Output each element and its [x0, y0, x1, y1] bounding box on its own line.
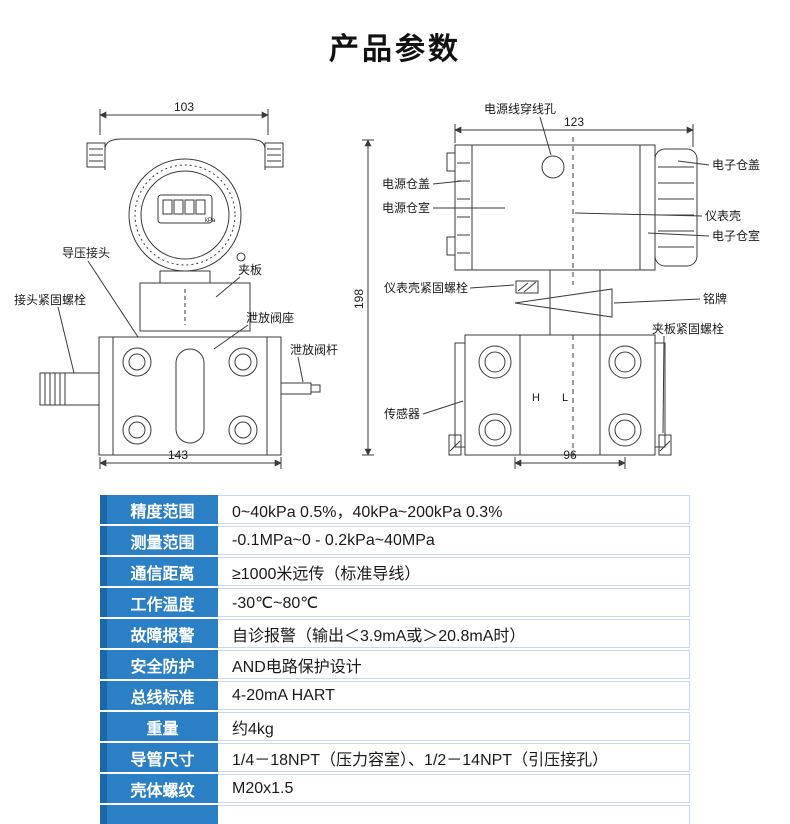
label-power-chamber: 电源仓室 [382, 200, 430, 215]
transmitter-top-cap [86, 138, 284, 170]
label-joint-bolt: 接头紧固螺栓 [14, 292, 86, 307]
label-meter-housing: 仪表壳 [705, 209, 741, 223]
process-connector [39, 372, 100, 406]
spec-label: 精度范围 [100, 495, 218, 524]
flange-assembly [98, 336, 282, 456]
label-cable-hole: 电源线穿线孔 [484, 101, 556, 116]
label-vent-valve-stem: 泄放阀杆 [290, 342, 338, 357]
spec-row-temperature: 工作温度 -30℃~80℃ [100, 588, 690, 617]
label-clamp-bolt: 夹板紧固螺栓 [652, 321, 724, 336]
label-housing-bolt: 仪表壳紧固螺栓 [384, 280, 468, 295]
spec-label: 重量 [100, 712, 218, 741]
spec-value: 1/4－18NPT（压力容室）、1/2－14NPT（引压接孔） [218, 743, 690, 772]
label-vent-valve-seat: 泄放阀座 [246, 310, 294, 325]
label-sensor: 传感器 [384, 406, 420, 421]
port-h-text: H [532, 392, 540, 404]
spec-value: ≥1000米远传（标准导线） [218, 557, 690, 586]
spec-value: -0.1MPa~0 - 0.2kPa~40MPa [218, 526, 690, 555]
front-view-drawing [39, 109, 321, 469]
dimension-96 [514, 457, 626, 469]
front-view-leaders [57, 260, 304, 383]
dimension-103 [99, 109, 269, 135]
spec-label: 工作温度 [100, 588, 218, 617]
sensor-flange [448, 334, 672, 461]
spec-label [100, 805, 218, 824]
spec-row-accuracy: 精度范围 0~40kPa 0.5%，40kPa~200kPa 0.3% [100, 495, 690, 524]
dimension-143 [99, 457, 282, 469]
side-view-drawing [362, 116, 710, 469]
vent-valve-stem-shape [280, 382, 321, 395]
spec-row-bus-standard: 总线标准 4-20mA HART [100, 681, 690, 710]
spec-value: 4-20mA HART [218, 681, 690, 710]
label-nameplate: 铭牌 [703, 291, 727, 306]
spec-row-conduit-size: 导管尺寸 1/4－18NPT（压力容室）、1/2－14NPT（引压接孔） [100, 743, 690, 772]
lcd-unit-text: kPa [205, 218, 216, 224]
dimension-198 [362, 139, 374, 456]
spec-value: 0~40kPa 0.5%，40kPa~200kPa 0.3% [218, 495, 690, 524]
label-pressure-joint: 导压接头 [62, 245, 110, 260]
spec-value: 约4kg [218, 712, 690, 741]
spec-row-partial [100, 805, 690, 824]
dim-143-text: 143 [168, 448, 188, 462]
spec-value: M20x1.5 [218, 774, 690, 803]
port-l-text: L [562, 392, 568, 404]
label-electronics-cover: 电子仓盖 [712, 158, 760, 172]
spec-row-range: 测量范围 -0.1MPa~0 - 0.2kPa~40MPa [100, 526, 690, 555]
label-clamp-plate: 夹板 [238, 263, 262, 277]
spec-label: 通信距离 [100, 557, 218, 586]
spec-label: 故障报警 [100, 619, 218, 648]
dim-123-text: 123 [564, 115, 584, 129]
display-bezel [128, 158, 246, 272]
spec-row-communication: 通信距离 ≥1000米远传（标准导线） [100, 557, 690, 586]
spec-row-alarm: 故障报警 自诊报警（输出＜3.9mA或＞20.8mA时） [100, 619, 690, 648]
spec-table: 精度范围 0~40kPa 0.5%，40kPa~200kPa 0.3% 测量范围… [100, 495, 690, 824]
spec-label: 测量范围 [100, 526, 218, 555]
dim-96-text: 96 [563, 448, 577, 462]
label-power-cover: 电源仓盖 [382, 177, 430, 191]
spec-row-protection: 安全防护 AND电路保护设计 [100, 650, 690, 679]
spec-value: AND电路保护设计 [218, 650, 690, 679]
housing-body [446, 137, 656, 285]
clamp-plate-body [139, 270, 251, 332]
technical-diagram-canvas: 103 143 kPa 导压接头 接头紧固螺栓 夹板 泄放阀座 泄放阀杆 电源线… [14, 100, 760, 469]
page-title: 产品参数 [329, 33, 461, 66]
spec-label: 导管尺寸 [100, 743, 218, 772]
label-electronics-chamber: 电子仓室 [712, 228, 760, 243]
spec-value [218, 805, 690, 824]
spec-value: 自诊报警（输出＜3.9mA或＞20.8mA时） [218, 619, 690, 648]
spec-label: 壳体螺纹 [100, 774, 218, 803]
spec-row-housing-thread: 壳体螺纹 M20x1.5 [100, 774, 690, 803]
spec-value: -30℃~80℃ [218, 588, 690, 617]
dim-103-text: 103 [174, 100, 194, 114]
dimension-123 [454, 124, 694, 147]
side-view-leaders [422, 116, 710, 434]
electronics-cap [654, 148, 698, 267]
dim-198-text: 198 [352, 289, 366, 309]
spec-label: 安全防护 [100, 650, 218, 679]
spec-row-weight: 重量 约4kg [100, 712, 690, 741]
spec-label: 总线标准 [100, 681, 218, 710]
neck-and-nameplate [514, 269, 613, 336]
